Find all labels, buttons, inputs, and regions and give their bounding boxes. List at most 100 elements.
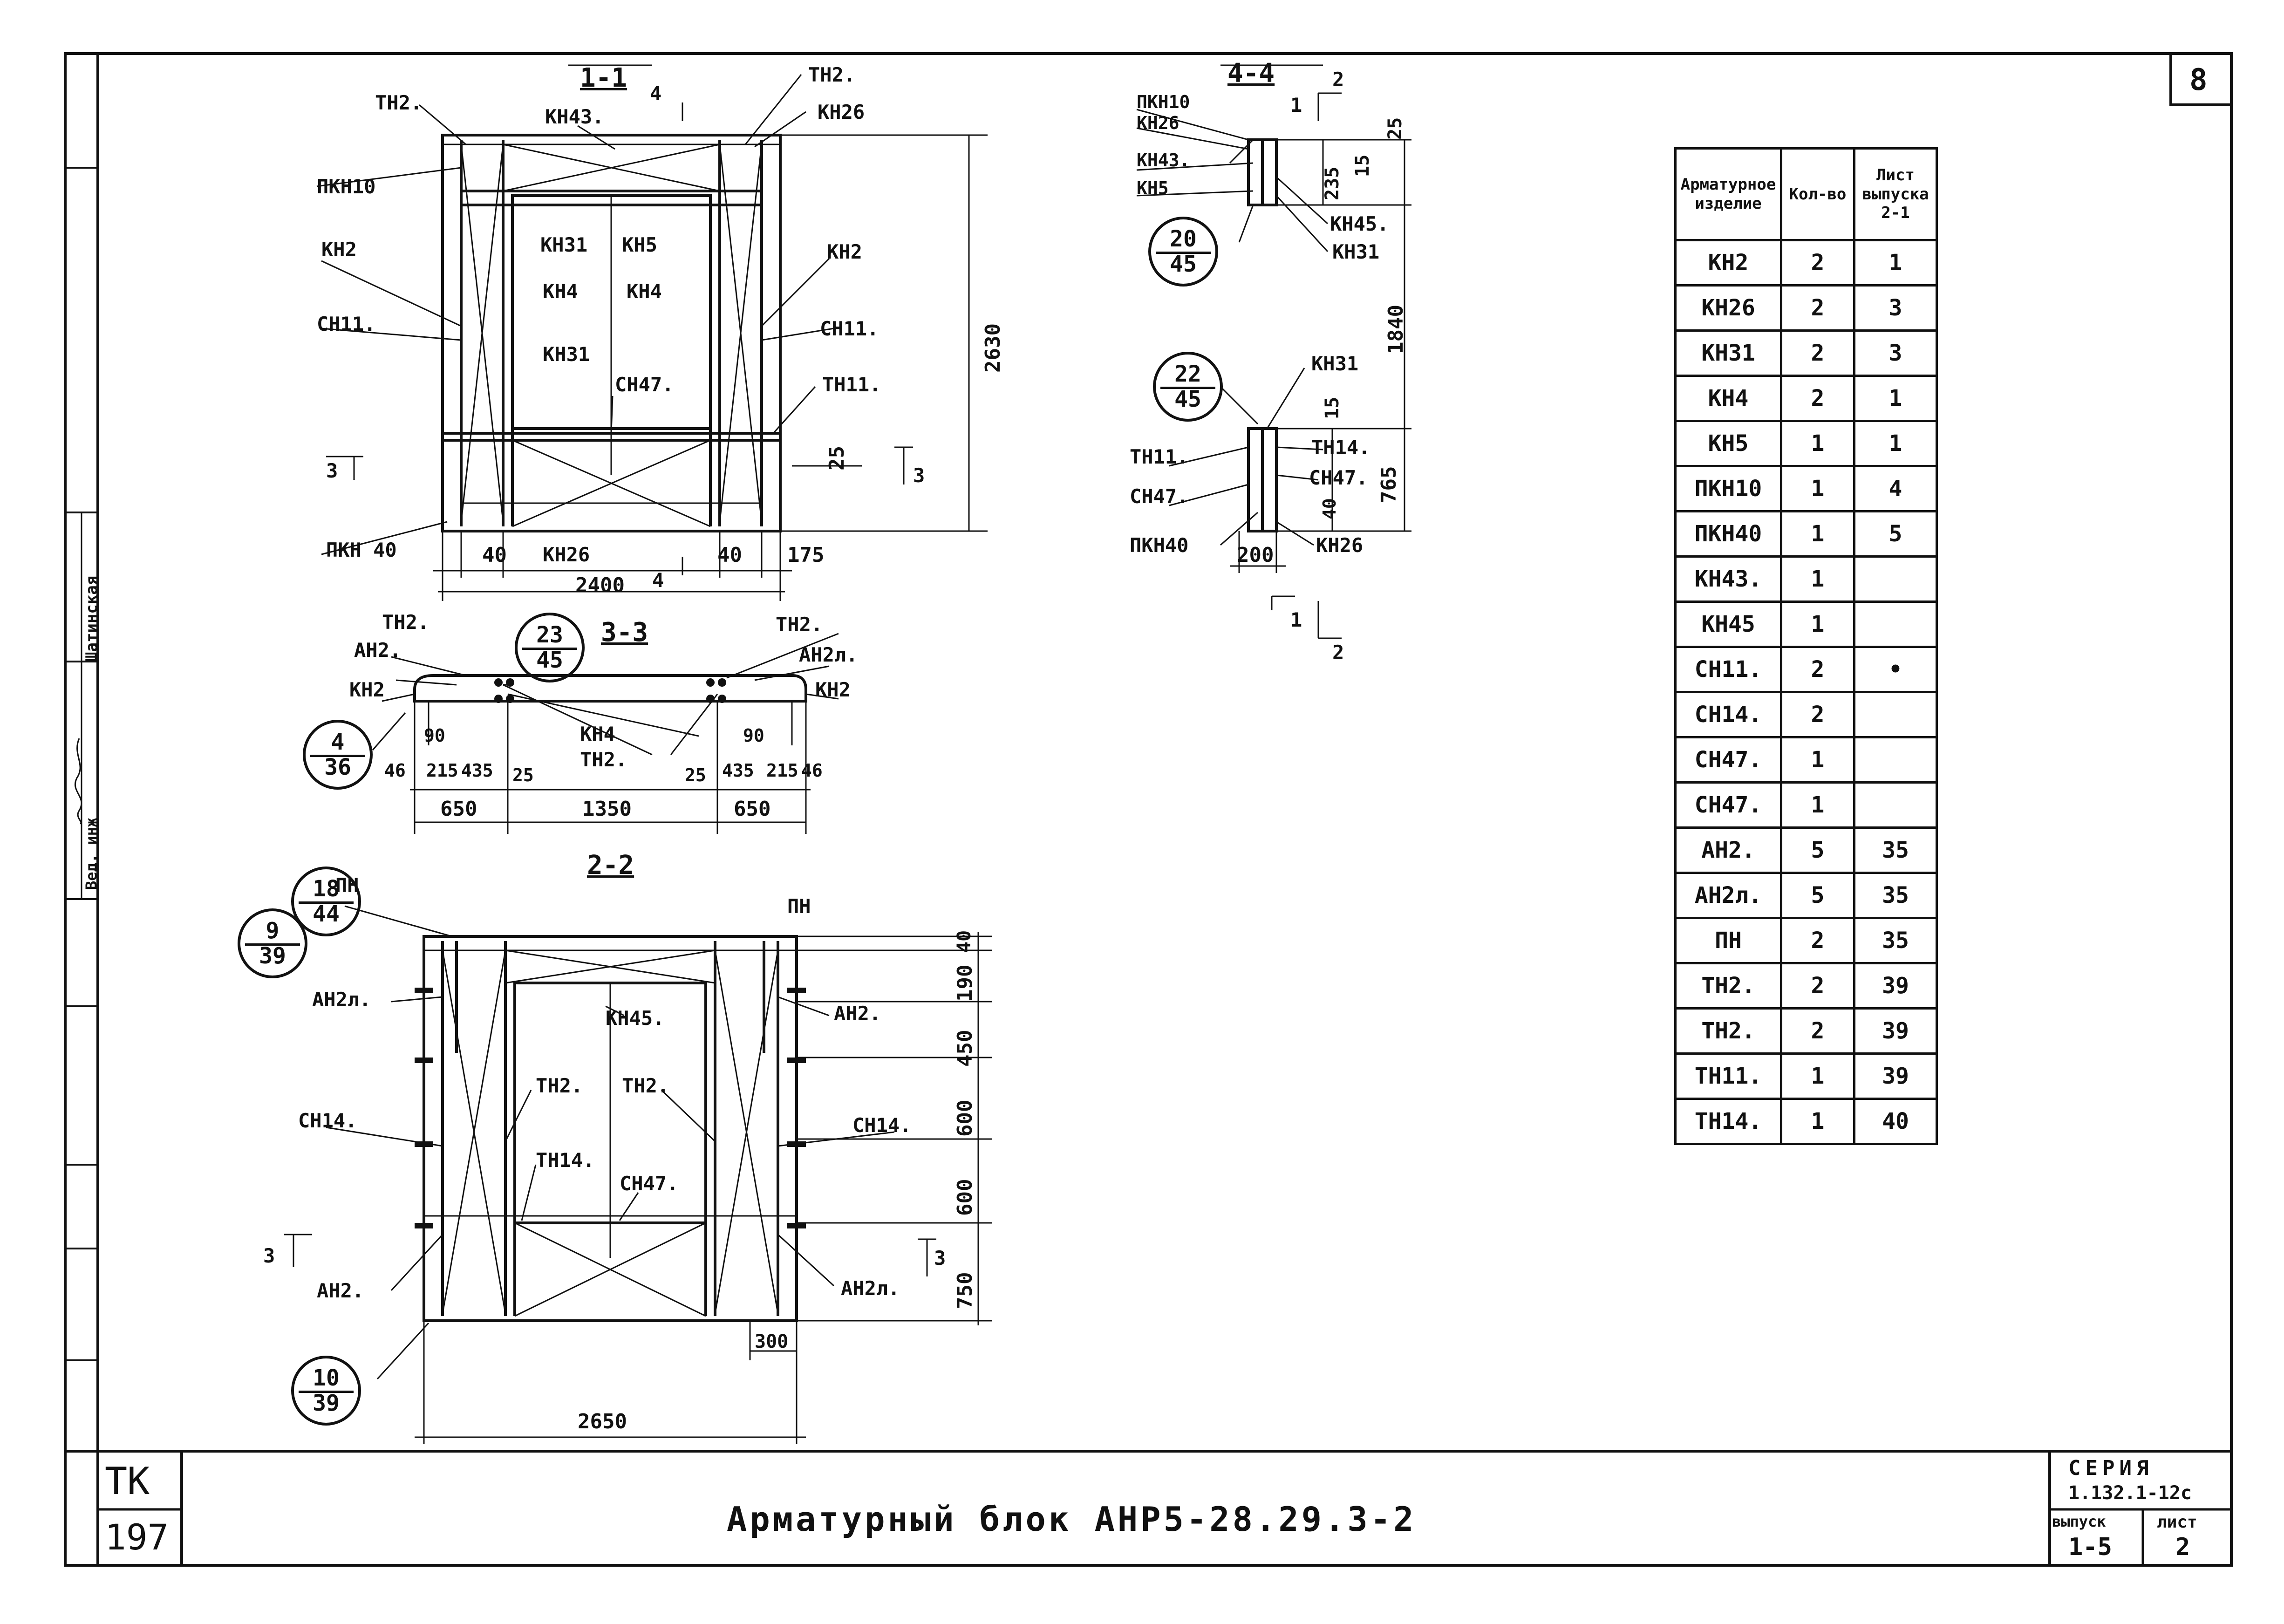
table-cell: 1 — [1780, 465, 1855, 512]
table-cell: 40 — [1853, 1098, 1938, 1145]
dimension: 765 — [1377, 466, 1401, 503]
table-cell: ТН2. — [1674, 962, 1782, 1010]
dimension: 435 — [722, 760, 754, 781]
dimension: 1840 — [1384, 305, 1408, 354]
label: КН26 — [1316, 534, 1364, 557]
table-cell — [1853, 691, 1938, 738]
table-cell: 35 — [1853, 917, 1938, 964]
table-cell: АН2л. — [1674, 872, 1782, 919]
table-cell: ТН11. — [1674, 1052, 1782, 1100]
label: СН47. — [1130, 485, 1189, 508]
series-value: 1.132.1-12с — [2068, 1482, 2192, 1504]
label: СН47. — [1309, 466, 1368, 489]
side-stamp-name: Шатинская — [82, 575, 101, 662]
cut-mark: 2 — [1332, 68, 1344, 91]
table-cell: 2 — [1780, 239, 1855, 287]
table-cell: 2 — [1780, 646, 1855, 693]
cut-mark: 2 — [1332, 641, 1344, 664]
label: КН31 — [540, 233, 588, 256]
label: СН11. — [317, 313, 376, 335]
dimension: 46 — [801, 760, 823, 781]
label: АН2. — [354, 639, 402, 662]
dimension: 25 — [1384, 117, 1406, 140]
dimension: 15 — [1322, 396, 1343, 419]
table-cell: 1 — [1780, 420, 1855, 467]
table-cell — [1853, 736, 1938, 784]
table-cell — [1853, 781, 1938, 829]
label: КН26 — [818, 101, 865, 123]
dimension: 46 — [384, 760, 406, 781]
dimension: 300 — [755, 1331, 789, 1352]
label: КН45. — [1330, 212, 1389, 235]
label: КН4 — [627, 280, 662, 303]
issue-label: выпуск — [2052, 1513, 2106, 1530]
series-label: СЕРИЯ — [2068, 1456, 2154, 1480]
label: АН2. — [317, 1279, 364, 1302]
section-title-1-1: 1-1 — [580, 63, 627, 93]
table-cell: 1 — [1853, 239, 1938, 287]
label: ТН14. — [1311, 436, 1370, 459]
issue-value: 1-5 — [2068, 1533, 2112, 1561]
dimension: 650 — [440, 797, 477, 821]
table-cell: СН47. — [1674, 736, 1782, 784]
table-cell: ПН — [1674, 917, 1782, 964]
specification-table: Арматурное изделие Кол-во Лист выпуска 2… — [1674, 147, 1938, 1145]
table-cell: 1 — [1853, 375, 1938, 422]
table-row: СН14.2 — [1674, 691, 1938, 738]
table-cell: 3 — [1853, 284, 1938, 332]
dimension: 40 — [482, 543, 507, 567]
table-cell: КН4 — [1674, 375, 1782, 422]
table-cell: КН26 — [1674, 284, 1782, 332]
title-block-number: 197 — [105, 1516, 169, 1558]
dimension: 235 — [1322, 166, 1343, 200]
section-title-3-3: 3-3 — [601, 617, 648, 648]
table-cell: КН31 — [1674, 329, 1782, 377]
dimension: 90 — [743, 725, 764, 746]
table-cell: СН11. — [1674, 646, 1782, 693]
label: КН2 — [349, 678, 385, 701]
label: ТН2. — [776, 613, 823, 636]
section-title-4-4: 4-4 — [1227, 58, 1275, 89]
dimension: 450 — [953, 1030, 977, 1067]
label: КН43. — [1137, 150, 1190, 171]
table-cell: 39 — [1853, 1052, 1938, 1100]
table-cell: КН5 — [1674, 420, 1782, 467]
table-cell: ПКН10 — [1674, 465, 1782, 512]
table-cell: 1 — [1780, 555, 1855, 603]
label: КН26 — [543, 543, 590, 566]
label: ПКН 40 — [326, 539, 397, 561]
label: КН2 — [321, 238, 357, 261]
label: КН5 — [1137, 178, 1169, 198]
dimension: 25 — [512, 765, 534, 785]
table-cell: ПКН40 — [1674, 510, 1782, 558]
dimension: 40 — [717, 543, 742, 567]
label: ТН2. — [580, 748, 627, 771]
table-cell: 35 — [1853, 826, 1938, 874]
dimension: 2650 — [578, 1410, 627, 1433]
dimension: 25 — [685, 765, 706, 785]
label: ТН2. — [536, 1074, 583, 1097]
table-cell: 1 — [1853, 420, 1938, 467]
label: ТН2. — [808, 63, 856, 86]
label: СН47. — [615, 373, 674, 396]
label: АН2л. — [799, 643, 858, 666]
table-cell: ТН2. — [1674, 1007, 1782, 1055]
label: ПКН10 — [1137, 92, 1190, 112]
table-row: СН11.2• — [1674, 646, 1938, 693]
table-cell: • — [1853, 646, 1938, 693]
side-stamp-role: Вед. инж — [82, 818, 100, 890]
